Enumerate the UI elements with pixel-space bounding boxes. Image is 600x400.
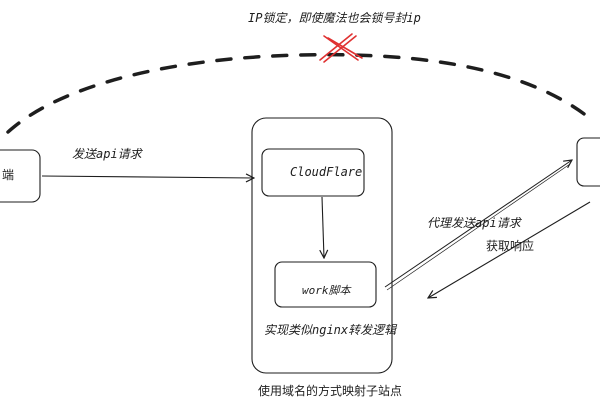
domain-mapping-label: 使用域名的方式映射子站点 [258, 384, 403, 398]
proxy-request-arrow [384, 160, 572, 288]
blocked-ip-label: IP锁定，即使魔法也会锁号封ip [248, 11, 421, 25]
response-arrow [428, 201, 591, 298]
proxy-request-arrow-stroke2 [386, 163, 571, 291]
blocked-path-arc [6, 52, 594, 134]
cloudflare-to-worker-arrow [322, 196, 324, 258]
response-label: 获取响应 [486, 239, 535, 253]
client-node [0, 149, 41, 203]
client-label: 端 [2, 168, 15, 182]
cloudflare-label: CloudFlare [290, 165, 363, 179]
blocked-x-icon [319, 33, 363, 63]
worker-container [251, 117, 393, 374]
send-request-label: 发送api请求 [72, 147, 142, 161]
target-server-node [576, 137, 600, 187]
nginx-logic-label: 实现类似nginx转发逻辑 [264, 323, 397, 337]
proxy-request-label: 代理发送api请求 [427, 216, 521, 230]
send-request-arrow [41, 176, 254, 178]
worker-label: work脚本 [302, 284, 351, 297]
cloudflare-node [261, 148, 365, 197]
worker-node [274, 261, 377, 308]
